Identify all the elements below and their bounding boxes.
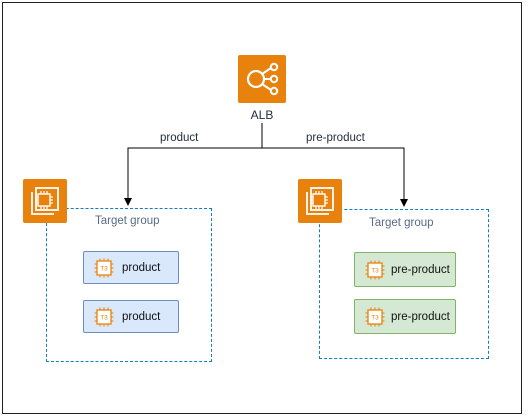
t3-instance-icon: T3 xyxy=(94,307,114,326)
instance-label: product xyxy=(122,310,161,323)
target-group-label: Target group xyxy=(369,217,434,229)
svg-text:T3: T3 xyxy=(371,314,379,321)
target-group-label: Target group xyxy=(95,215,160,227)
svg-text:T3: T3 xyxy=(100,314,108,321)
diagram-frame xyxy=(2,2,522,414)
instance-label: pre-product xyxy=(391,310,450,323)
t3-instance-icon: T3 xyxy=(94,258,114,277)
alb-label: ALB xyxy=(250,108,274,122)
instance-box-pre-product-1[interactable]: T3 pre-product xyxy=(354,252,456,287)
edge-to-product xyxy=(124,123,263,206)
target-group-pre-product xyxy=(319,209,489,359)
instance-box-pre-product-2[interactable]: T3 pre-product xyxy=(354,299,456,334)
load-balancer-icon xyxy=(238,55,286,103)
t3-instance-icon: T3 xyxy=(365,260,385,279)
ec2-instances-icon xyxy=(23,179,67,223)
edge-to-pre-product xyxy=(262,147,408,207)
target-group-product xyxy=(46,208,212,362)
instance-label: pre-product xyxy=(391,263,450,276)
t3-instance-icon: T3 xyxy=(365,307,385,326)
edge-label-product: product xyxy=(160,132,199,144)
edge-label-pre-product: pre-product xyxy=(306,132,365,144)
svg-text:T3: T3 xyxy=(371,267,379,274)
instance-label: product xyxy=(122,261,161,274)
ec2-instances-icon xyxy=(298,179,342,223)
instance-box-product-1[interactable]: T3 product xyxy=(83,251,179,284)
svg-text:T3: T3 xyxy=(100,265,108,272)
instance-box-product-2[interactable]: T3 product xyxy=(83,300,179,333)
